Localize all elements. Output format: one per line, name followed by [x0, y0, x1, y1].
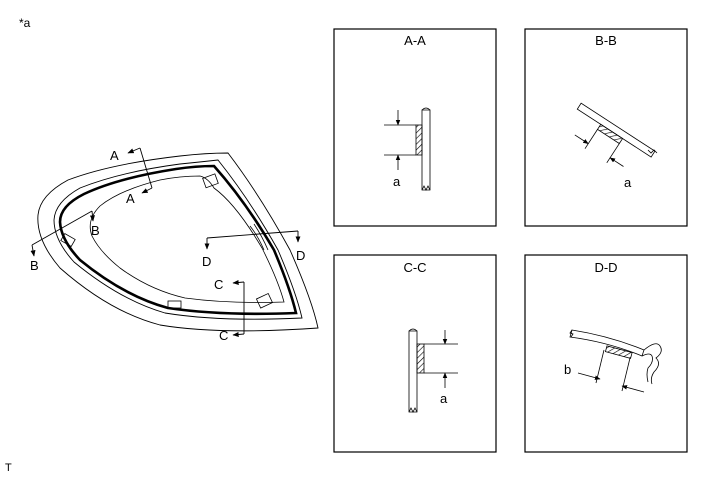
cut-line-d — [204, 230, 301, 250]
cut-line-b — [30, 210, 95, 257]
cut-b-right-label: B — [91, 223, 100, 238]
cut-line-a — [127, 147, 153, 194]
section-cc-glass — [408, 330, 418, 413]
section-aa-dim-label: a — [393, 174, 401, 189]
section-bb-panel: B-B a — [524, 28, 688, 227]
section-dd-adhesive — [604, 345, 633, 359]
cut-a-bottom-label: A — [126, 191, 135, 206]
cut-d-left-label: D — [202, 254, 211, 269]
section-cc-title: C-C — [403, 260, 426, 275]
cut-b-left-label: B — [30, 258, 39, 273]
spacer-bottom — [167, 300, 182, 309]
marker-label: *a — [19, 16, 31, 30]
adhesive-bead — [58, 164, 298, 316]
section-dd-panel: D-D b — [524, 254, 688, 453]
spacer-right-bottom — [255, 292, 273, 309]
section-bb-title: B-B — [595, 33, 617, 48]
side-molding — [249, 223, 269, 251]
cut-c-bottom-label: C — [219, 328, 228, 343]
window-glass — [37, 152, 319, 332]
section-dd-title: D-D — [594, 260, 617, 275]
section-aa-adhesive — [415, 124, 423, 156]
section-cc-panel: C-C a — [333, 254, 497, 453]
section-bb-adhesive — [596, 123, 624, 145]
section-dd-molding — [643, 343, 662, 385]
spacer-top — [202, 173, 219, 189]
section-cc-adhesive — [416, 343, 425, 374]
cut-c-top-label: C — [214, 277, 223, 292]
spacer-left — [60, 232, 76, 248]
section-aa-glass — [421, 109, 431, 191]
section-dd-dim-label: b — [564, 362, 571, 377]
section-bb-dim-label: a — [624, 175, 632, 190]
section-aa-panel: A-A a — [333, 28, 497, 227]
footer-label: T — [5, 462, 12, 474]
cut-d-right-label: D — [296, 248, 305, 263]
section-aa-title: A-A — [404, 33, 426, 48]
section-cc-dim-label: a — [440, 391, 448, 406]
ceramic-area — [89, 175, 285, 303]
glass-outer-edge — [37, 152, 319, 332]
cut-a-top-label: A — [110, 148, 119, 163]
glass-inner-edge — [53, 159, 303, 320]
cut-line-c — [232, 279, 245, 337]
